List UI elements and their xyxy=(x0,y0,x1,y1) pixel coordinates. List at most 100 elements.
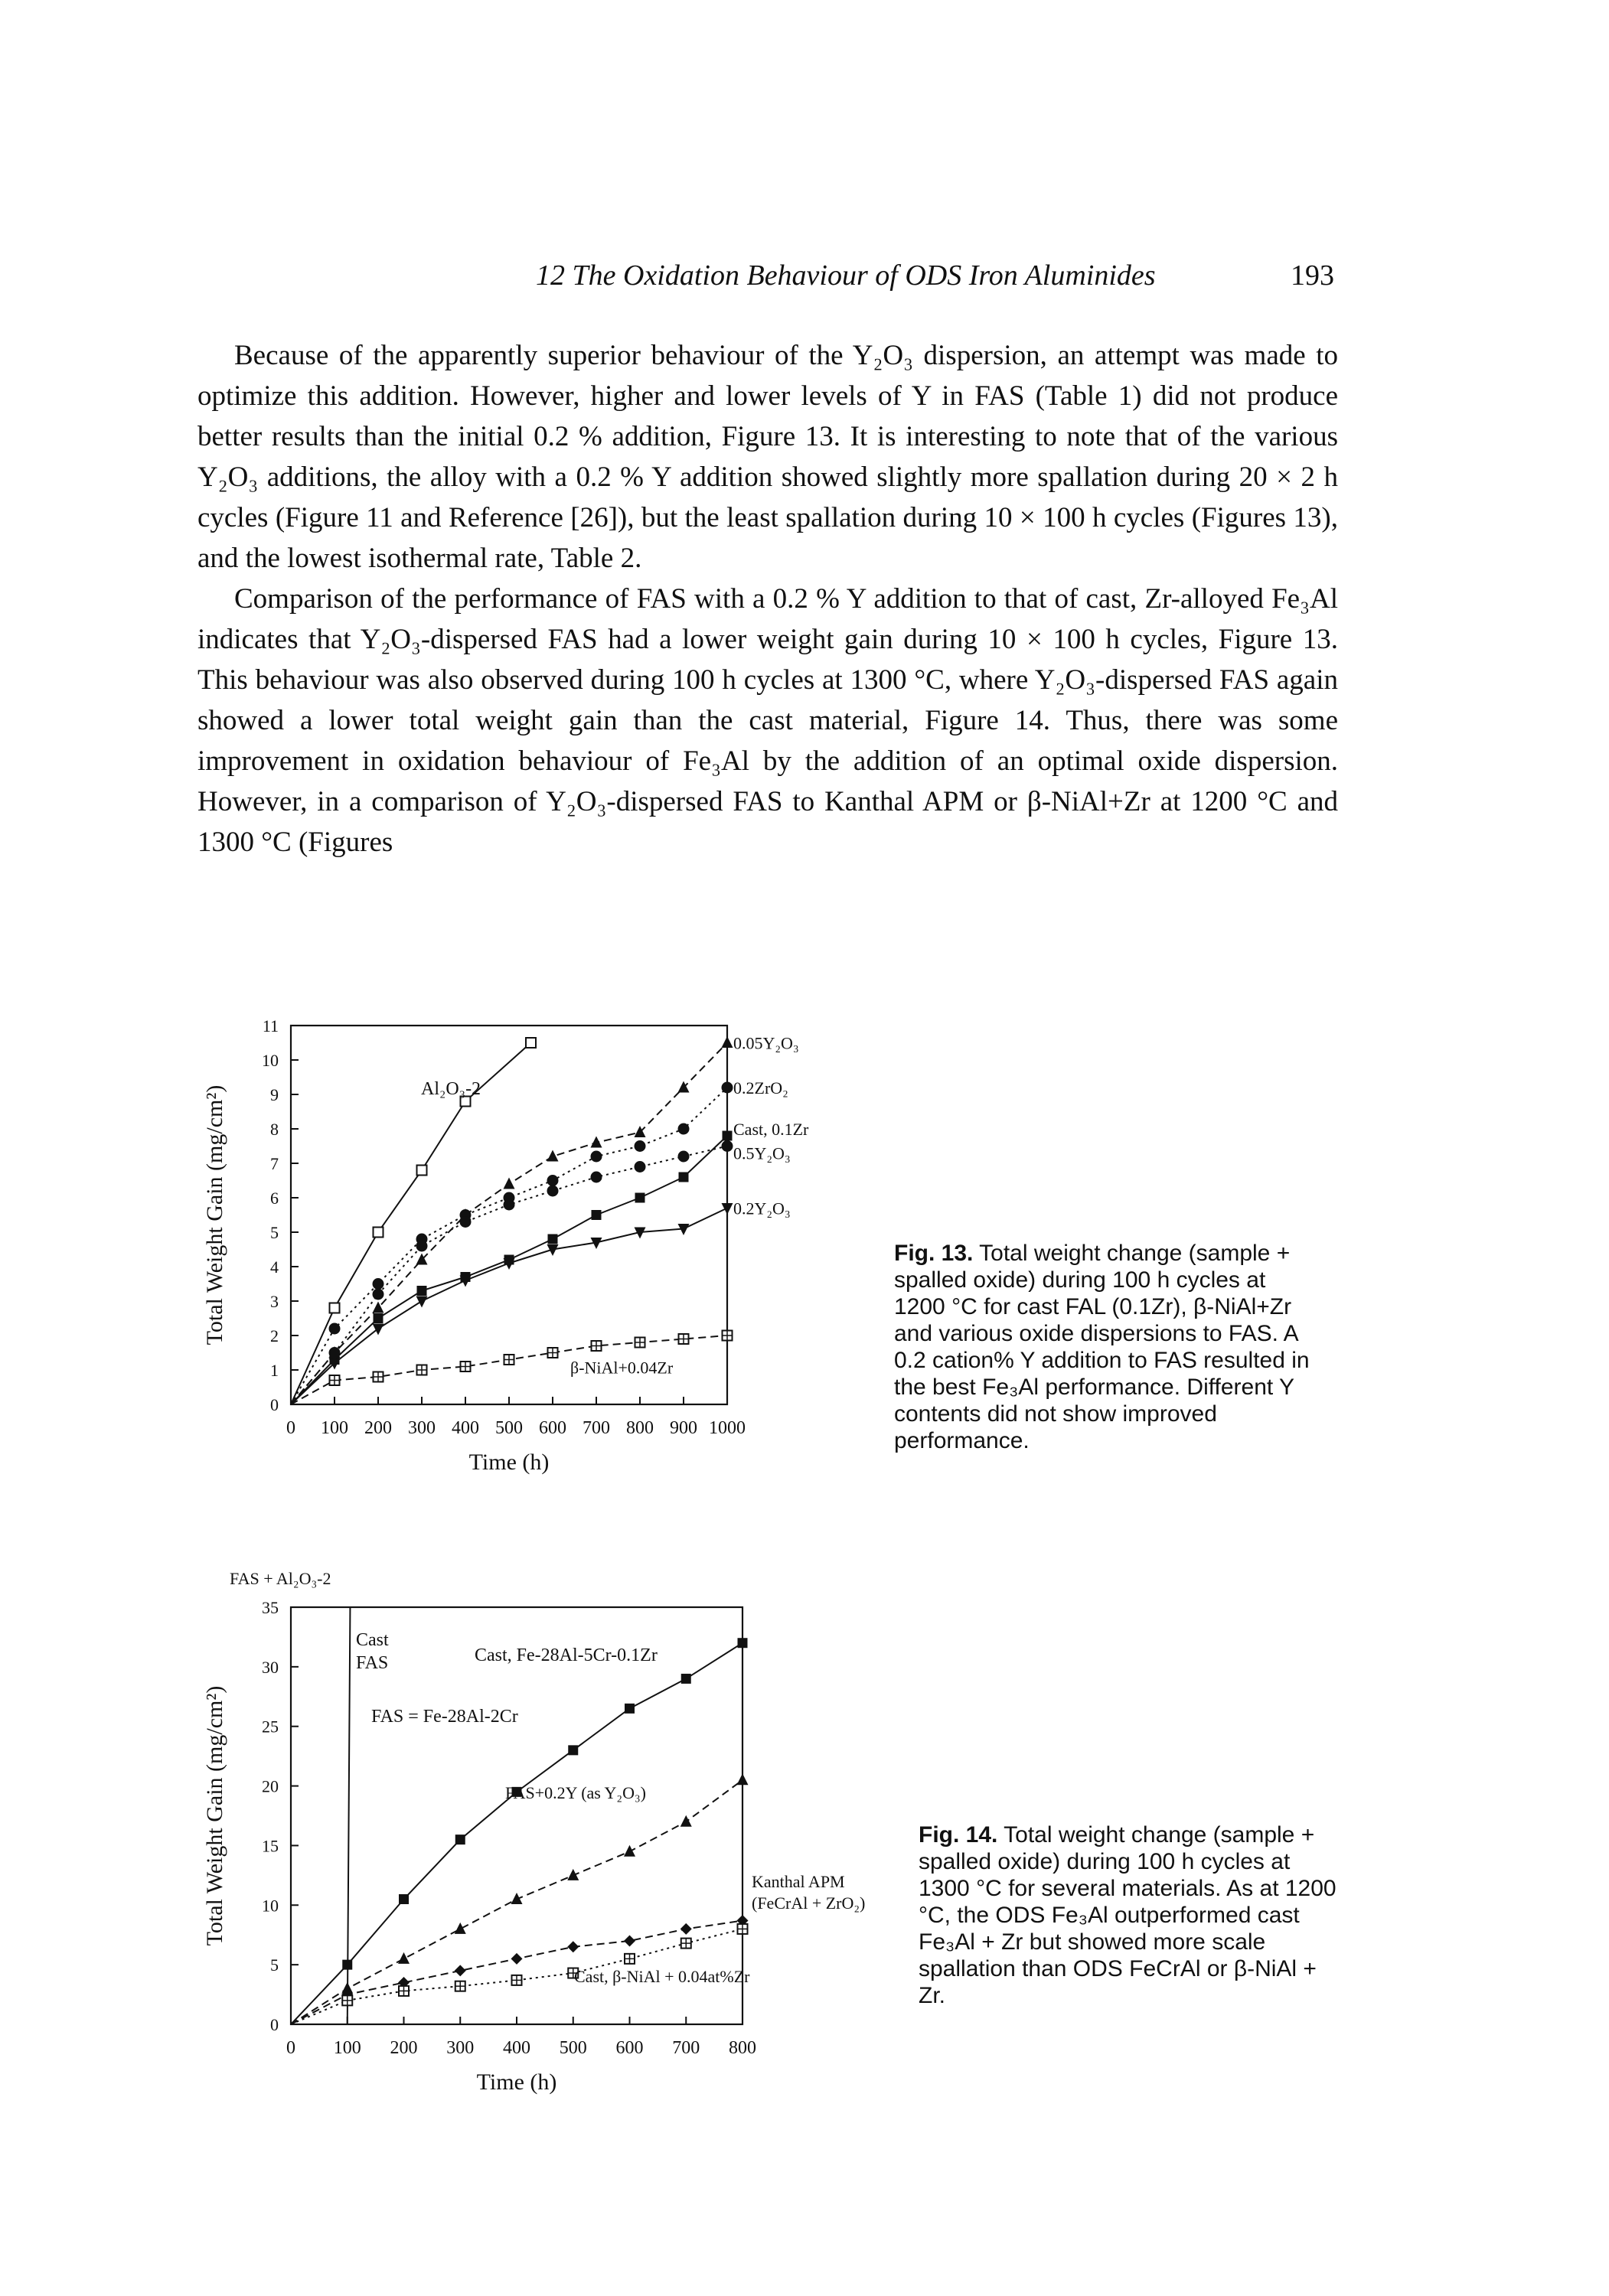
data-point-marker xyxy=(677,1224,690,1235)
data-point-marker xyxy=(678,1172,689,1182)
data-point-marker xyxy=(677,1081,690,1093)
data-point-marker xyxy=(372,1278,384,1290)
figure-14-caption-text: Total weight change (sample + spalled ox… xyxy=(919,1822,1336,2008)
data-point-marker xyxy=(525,1037,537,1049)
y-tick-label: 35 xyxy=(262,1598,279,1617)
series-label: 0.05Y₂O₃ xyxy=(733,1034,799,1053)
series-label: 0.2ZrO₂ xyxy=(733,1078,788,1097)
paragraph: Because of the apparently superior behav… xyxy=(197,340,1338,574)
data-point-marker xyxy=(634,1227,646,1239)
x-tick-label: 300 xyxy=(446,2038,474,2058)
x-tick-label: 100 xyxy=(334,2038,361,2058)
data-point-marker xyxy=(372,1301,384,1313)
data-point-marker xyxy=(328,1347,341,1358)
series-label: (FeCrAl + ZrO₂) xyxy=(752,1893,865,1913)
chart-annotation: FAS + Al₂O₃-2 xyxy=(230,1569,331,1588)
data-point-marker xyxy=(736,1773,749,1786)
data-point-marker xyxy=(624,1844,635,1857)
data-point-marker xyxy=(416,1240,428,1252)
data-point-marker xyxy=(677,1150,690,1163)
data-point-marker xyxy=(455,1835,465,1845)
y-tick-label: 2 xyxy=(270,1326,279,1345)
running-title: 12 The Oxidation Behaviour of ODS Iron A… xyxy=(536,259,1156,292)
data-point-marker xyxy=(591,1210,602,1220)
data-point-marker xyxy=(459,1275,472,1287)
data-point-marker xyxy=(511,1952,523,1965)
data-point-marker xyxy=(722,1130,733,1141)
series-label: 0.2Y₂O₃ xyxy=(733,1199,791,1218)
data-point-marker xyxy=(416,1296,428,1308)
chart-annotation: FAS xyxy=(356,1653,388,1673)
data-point-marker xyxy=(624,1935,635,1947)
data-point-marker xyxy=(328,1322,341,1335)
data-point-marker xyxy=(328,1302,341,1314)
y-tick-label: 7 xyxy=(270,1154,279,1173)
data-point-marker xyxy=(737,1638,748,1649)
data-point-marker xyxy=(373,1313,383,1323)
x-tick-label: 600 xyxy=(539,1418,566,1438)
y-tick-label: 30 xyxy=(262,1658,279,1677)
data-point-marker xyxy=(721,1203,733,1215)
data-point-marker xyxy=(721,1140,733,1152)
x-tick-label: 900 xyxy=(670,1418,697,1438)
x-tick-label: 300 xyxy=(408,1418,436,1438)
y-tick-label: 9 xyxy=(270,1085,279,1104)
series-label: Kanthal APM xyxy=(752,1872,845,1891)
x-axis-label: Time (h) xyxy=(469,1450,550,1475)
y-tick-label: 8 xyxy=(270,1120,279,1139)
x-tick-label: 400 xyxy=(452,1418,479,1438)
data-point-marker xyxy=(503,1258,515,1270)
data-point-marker xyxy=(547,1150,559,1162)
data-point-marker xyxy=(568,1745,579,1756)
series-label: Cast, Fe-28Al-5Cr-0.1Zr xyxy=(475,1645,658,1665)
series-label: Al₂O₃-2 xyxy=(421,1079,481,1099)
figure-13-caption: Fig. 13. Total weight change (sample + s… xyxy=(894,1240,1323,1454)
x-tick-label: 200 xyxy=(364,1418,392,1438)
x-tick-label: 0 xyxy=(286,1418,295,1438)
series-line xyxy=(290,1042,532,1405)
figure-13-caption-text: Total weight change (sample + spalled ox… xyxy=(894,1241,1310,1453)
data-point-marker xyxy=(567,1868,579,1880)
series-line xyxy=(290,1087,728,1405)
data-point-marker xyxy=(503,1199,515,1211)
data-point-marker xyxy=(635,1192,645,1203)
figure-14-caption: Fig. 14. Total weight change (sample + s… xyxy=(919,1821,1347,2009)
y-tick-label: 3 xyxy=(270,1292,279,1311)
x-tick-label: 500 xyxy=(560,2038,587,2058)
data-point-marker xyxy=(634,1140,646,1152)
x-tick-label: 500 xyxy=(495,1418,523,1438)
data-point-marker xyxy=(590,1238,602,1249)
data-point-marker xyxy=(459,1095,472,1107)
data-point-marker xyxy=(372,1226,384,1238)
x-tick-label: 800 xyxy=(729,2038,756,2058)
data-point-marker xyxy=(342,1959,353,1970)
data-point-marker xyxy=(590,1150,602,1163)
y-tick-label: 20 xyxy=(262,1777,279,1796)
body-text: Because of the apparently superior behav… xyxy=(197,335,1338,863)
data-point-marker xyxy=(511,1786,522,1797)
chart-annotation: Cast xyxy=(356,1630,389,1650)
series-line xyxy=(291,1606,351,2025)
y-tick-label: 11 xyxy=(263,1016,279,1035)
x-tick-label: 0 xyxy=(286,2038,295,2058)
plot-frame xyxy=(289,1024,729,1406)
y-tick-label: 5 xyxy=(270,1223,279,1242)
y-axis-label: Total Weight Gain (mg/cm²) xyxy=(202,1686,227,1946)
series-line xyxy=(290,1042,728,1405)
x-tick-label: 700 xyxy=(672,2038,700,2058)
data-point-marker xyxy=(372,1288,384,1300)
data-point-marker xyxy=(634,1161,646,1172)
y-tick-label: 10 xyxy=(262,1896,279,1915)
data-point-marker xyxy=(680,1673,691,1684)
series-line xyxy=(290,1928,743,2025)
data-point-marker xyxy=(677,1123,690,1135)
data-point-marker xyxy=(511,1893,523,1904)
chart-annotation: FAS = Fe-28Al-2Cr xyxy=(371,1707,518,1727)
data-point-marker xyxy=(547,1234,558,1244)
data-point-marker xyxy=(416,1286,427,1296)
x-tick-label: 1000 xyxy=(709,1418,746,1438)
y-tick-label: 6 xyxy=(270,1189,279,1208)
series-label: 0.5Y₂O₃ xyxy=(733,1144,791,1163)
series-label: Cast, β-NiAl + 0.04at%Zr xyxy=(574,1967,750,1986)
y-tick-label: 5 xyxy=(270,1955,279,1975)
